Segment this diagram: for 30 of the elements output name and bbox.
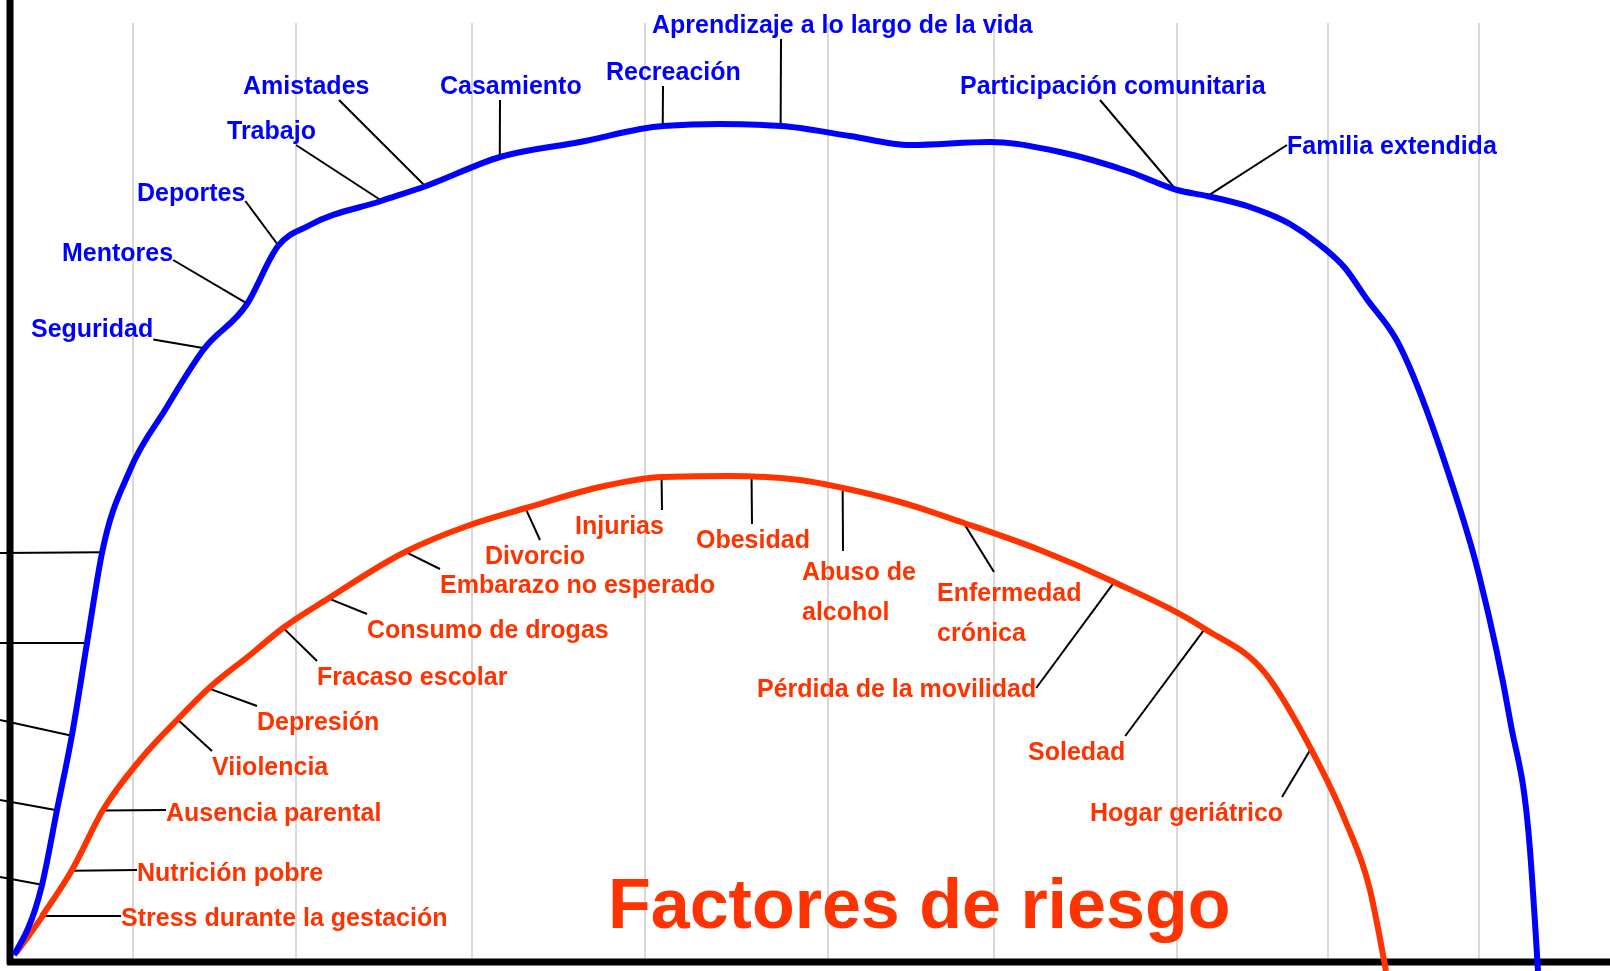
- factor-label: Deportes: [137, 177, 246, 207]
- factor-label: Injurias: [575, 510, 664, 540]
- leader-line: [176, 718, 213, 752]
- factor-label: Trabajo: [227, 115, 316, 145]
- factor-label: Stress durante la gestación: [121, 902, 448, 932]
- factor-label: Participación comunitaria: [960, 70, 1266, 100]
- factor-label: Obesidad: [696, 524, 810, 554]
- factor-label: Mentores: [62, 237, 174, 267]
- factor-label: Abuso de alcohol: [802, 551, 932, 631]
- factor-label: Familia extendida: [1287, 130, 1497, 160]
- factor-label: Fracaso escolar: [317, 661, 508, 691]
- factor-label: Embarazo no esperado: [440, 569, 716, 599]
- factor-label: Consumo de drogas: [367, 614, 609, 644]
- factor-label: Casamiento: [440, 70, 582, 100]
- factor-label: Depresión: [257, 706, 380, 736]
- factor-label: Viiolencia: [212, 751, 329, 781]
- factor-label: Enfermedad crónica: [937, 572, 1107, 652]
- leader-line: [1035, 581, 1116, 689]
- factor-label: Amistades: [243, 70, 370, 100]
- factor-label: Seguridad: [31, 313, 154, 343]
- factor-label: Soledad: [1028, 736, 1126, 766]
- factor-label: Pérdida de la movilidad: [757, 673, 1037, 703]
- factor-label: Recreación: [606, 56, 741, 86]
- factor-label: Aprendizaje a lo largo de la vida: [652, 9, 1033, 39]
- factor-label: Nutrición pobre: [137, 857, 324, 887]
- curve-line: [11, 121, 1541, 971]
- chart-heading: Factores de riesgo: [608, 866, 1231, 943]
- factor-label: Hogar geriátrico: [1090, 797, 1284, 827]
- factor-label: Divorcio: [485, 540, 586, 570]
- factor-label: Ausencia parental: [166, 797, 382, 827]
